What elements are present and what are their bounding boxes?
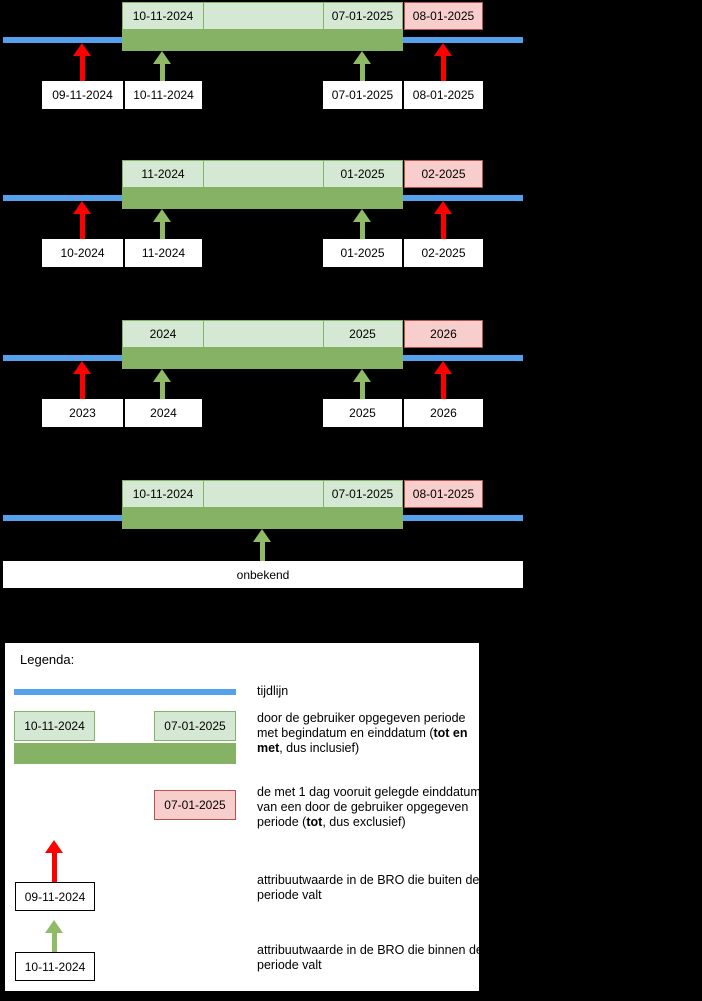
legend-period-desc-bold: tot en met bbox=[257, 726, 468, 755]
period-label-strip: 2024 2025 bbox=[122, 320, 403, 348]
period-start-label: 2024 bbox=[149, 327, 177, 341]
excluded-end-box: 08-01-2025 bbox=[404, 480, 483, 508]
period-bar bbox=[122, 508, 403, 529]
legend-excluded-desc-bold: tot bbox=[306, 815, 323, 829]
legend-red-arrow-icon bbox=[45, 840, 63, 882]
legend-inside-desc: attribuutwaarde in de BRO die binnen de … bbox=[257, 943, 483, 972]
marker-value-box: onbekend bbox=[3, 561, 523, 588]
legend-excluded-desc-post: , dus exclusief) bbox=[322, 815, 406, 829]
period-label-strip: 10-11-2024 07-01-2025 bbox=[122, 2, 403, 30]
period-end-label: 2025 bbox=[349, 327, 376, 341]
legend-green-arrow-icon bbox=[45, 920, 63, 952]
strip-divider bbox=[203, 481, 204, 507]
marker-value-box: 01-2025 bbox=[323, 239, 402, 267]
marker-value-box: 2025 bbox=[323, 399, 402, 427]
strip-divider bbox=[323, 161, 324, 187]
period-end-label: 07-01-2025 bbox=[331, 487, 394, 501]
strip-divider bbox=[203, 321, 204, 347]
marker-value-box: 10-11-2024 bbox=[125, 81, 202, 109]
legend-excluded-desc: de met 1 dag vooruit gelegde einddatum v… bbox=[257, 785, 483, 830]
marker-value-box: 10-2024 bbox=[42, 239, 123, 267]
marker-value-box: 2026 bbox=[404, 399, 483, 427]
timeline-section-period-unknown: 10-11-2024 07-01-2025 08-01-2025 onbekend bbox=[0, 480, 702, 610]
legend-inside-box: 10-11-2024 bbox=[15, 952, 95, 981]
legend-period-start-box: 10-11-2024 bbox=[14, 711, 95, 741]
red-arrow-icon bbox=[434, 361, 452, 399]
red-arrow-icon bbox=[73, 43, 91, 81]
legend-excluded-desc-pre: de met 1 dag vooruit gelegde einddatum v… bbox=[257, 785, 481, 829]
green-arrow-icon bbox=[353, 209, 371, 239]
legend-title: Legenda: bbox=[20, 652, 75, 667]
marker-value-box: 07-01-2025 bbox=[323, 81, 402, 109]
period-bar bbox=[122, 348, 403, 369]
legend-period-desc-pre: door de gebruiker opgegeven periode met … bbox=[257, 711, 466, 740]
marker-value-box: 08-01-2025 bbox=[404, 81, 483, 109]
marker-value-box: 2023 bbox=[42, 399, 123, 427]
strip-divider bbox=[203, 161, 204, 187]
excluded-end-box: 08-01-2025 bbox=[404, 2, 483, 30]
period-start-label: 10-11-2024 bbox=[132, 487, 194, 501]
green-arrow-icon bbox=[153, 209, 171, 239]
period-bar bbox=[122, 188, 403, 209]
legend-timeline-sample bbox=[14, 689, 236, 695]
period-end-label: 07-01-2025 bbox=[331, 9, 394, 23]
excluded-end-box: 02-2025 bbox=[404, 160, 483, 188]
excluded-end-box: 2026 bbox=[404, 320, 483, 348]
red-arrow-icon bbox=[73, 361, 91, 399]
period-start-label: 11-2024 bbox=[141, 167, 185, 181]
legend-period-end-box: 07-01-2025 bbox=[154, 711, 236, 741]
green-arrow-icon bbox=[253, 529, 271, 561]
period-label-strip: 10-11-2024 07-01-2025 bbox=[122, 480, 403, 508]
legend-period-desc: door de gebruiker opgegeven periode met … bbox=[257, 711, 483, 756]
legend-excluded-box: 07-01-2025 bbox=[154, 790, 236, 820]
red-arrow-icon bbox=[73, 201, 91, 239]
green-arrow-icon bbox=[153, 369, 171, 399]
legend-outside-desc: attribuutwaarde in de BRO die buiten de … bbox=[257, 873, 480, 902]
red-arrow-icon bbox=[434, 43, 452, 81]
strip-divider bbox=[323, 481, 324, 507]
legend-period-bar bbox=[14, 743, 236, 764]
period-bar bbox=[122, 30, 403, 51]
red-arrow-icon bbox=[434, 201, 452, 239]
green-arrow-icon bbox=[153, 51, 171, 81]
legend-box: Legenda: tijdlijn 10-11-2024 07-01-2025 … bbox=[3, 641, 483, 993]
period-end-label: 01-2025 bbox=[340, 167, 385, 181]
green-arrow-icon bbox=[353, 369, 371, 399]
marker-value-box: 02-2025 bbox=[404, 239, 483, 267]
period-start-label: 10-11-2024 bbox=[132, 9, 194, 23]
period-label-strip: 11-2024 01-2025 bbox=[122, 160, 403, 188]
legend-outside-box: 09-11-2024 bbox=[15, 882, 95, 911]
marker-value-box: 2024 bbox=[125, 399, 202, 427]
legend-period-desc-post: , dus inclusief) bbox=[279, 741, 360, 755]
green-arrow-icon bbox=[353, 51, 371, 81]
strip-divider bbox=[323, 321, 324, 347]
marker-value-box: 09-11-2024 bbox=[42, 81, 123, 109]
legend-timeline-label: tijdlijn bbox=[257, 684, 289, 698]
strip-divider bbox=[203, 3, 204, 29]
marker-value-box: 11-2024 bbox=[125, 239, 202, 267]
strip-divider bbox=[323, 3, 324, 29]
